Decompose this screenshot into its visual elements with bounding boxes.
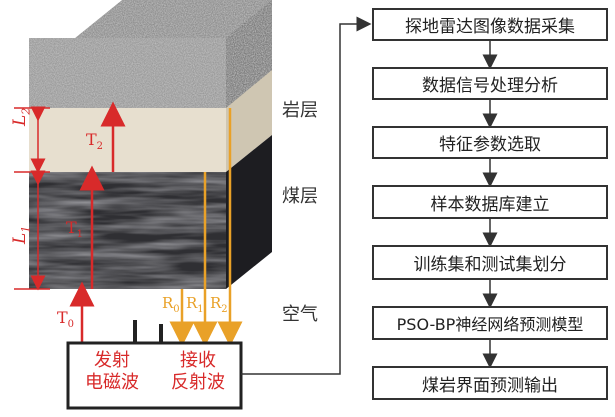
l2-letter: L xyxy=(10,114,30,126)
t1-label: T1 xyxy=(66,218,83,240)
r0-label: R0 xyxy=(162,294,180,315)
granite-left-cap xyxy=(29,0,122,38)
rock-layer-front xyxy=(29,108,226,172)
air-layer-label: 空气 xyxy=(282,304,318,325)
rock-layer-label: 岩层 xyxy=(282,100,318,121)
r0-subscript: 0 xyxy=(173,304,180,315)
r1-label: R1 xyxy=(186,294,204,315)
l1-label: L1 xyxy=(10,226,32,244)
device-to-flow-connector xyxy=(241,16,372,375)
coal-layer-label: 煤层 xyxy=(282,186,318,207)
r2-label: R2 xyxy=(210,294,228,315)
t2-letter: T xyxy=(86,130,97,149)
r0-letter: R xyxy=(162,294,174,312)
flow-step-4: 样本数据库建立 xyxy=(372,185,608,219)
l2-subscript: 2 xyxy=(19,107,33,115)
flow-step-3: 特征参数选取 xyxy=(372,126,608,159)
t2-label: T2 xyxy=(86,130,103,152)
receive-text: 接收 反射波 xyxy=(160,350,236,394)
t1-letter: T xyxy=(66,218,77,237)
radar-device xyxy=(66,341,243,410)
l2-label: L2 xyxy=(10,108,32,126)
receive-line-1: 接收 xyxy=(180,350,216,371)
antenna-right xyxy=(159,324,163,343)
flow-step-5: 训练集和测试集划分 xyxy=(372,245,608,280)
receive-line-2: 反射波 xyxy=(171,372,225,393)
emit-text: 发射 电磁波 xyxy=(74,350,150,394)
flow-step-6: PSO-BP神经网络预测模型 xyxy=(372,306,608,340)
emit-line-1: 发射 xyxy=(94,350,130,371)
t1-subscript: 1 xyxy=(76,229,84,241)
granite-top-texture xyxy=(75,0,272,38)
r1-subscript: 1 xyxy=(197,304,204,315)
flow-step-7: 煤岩界面预测输出 xyxy=(372,366,608,400)
t0-letter: T xyxy=(57,308,68,327)
l1-letter: L xyxy=(10,232,30,244)
r1-letter: R xyxy=(186,294,198,312)
flow-step-1: 探地雷达图像数据采集 xyxy=(372,8,608,41)
t0-label: T0 xyxy=(57,308,74,330)
emit-line-2: 电磁波 xyxy=(85,372,139,393)
r2-letter: R xyxy=(210,294,222,312)
coal-side-face xyxy=(226,135,272,289)
l1-subscript: 1 xyxy=(19,225,33,233)
r2-subscript: 2 xyxy=(221,304,228,315)
t2-subscript: 2 xyxy=(96,141,104,153)
granite-front-texture xyxy=(29,38,226,108)
flow-step-2: 数据信号处理分析 xyxy=(372,67,608,100)
rock-side-face xyxy=(226,70,272,172)
coal-layer-texture xyxy=(29,172,226,289)
t0-subscript: 0 xyxy=(67,319,75,331)
antenna-left xyxy=(133,320,137,343)
